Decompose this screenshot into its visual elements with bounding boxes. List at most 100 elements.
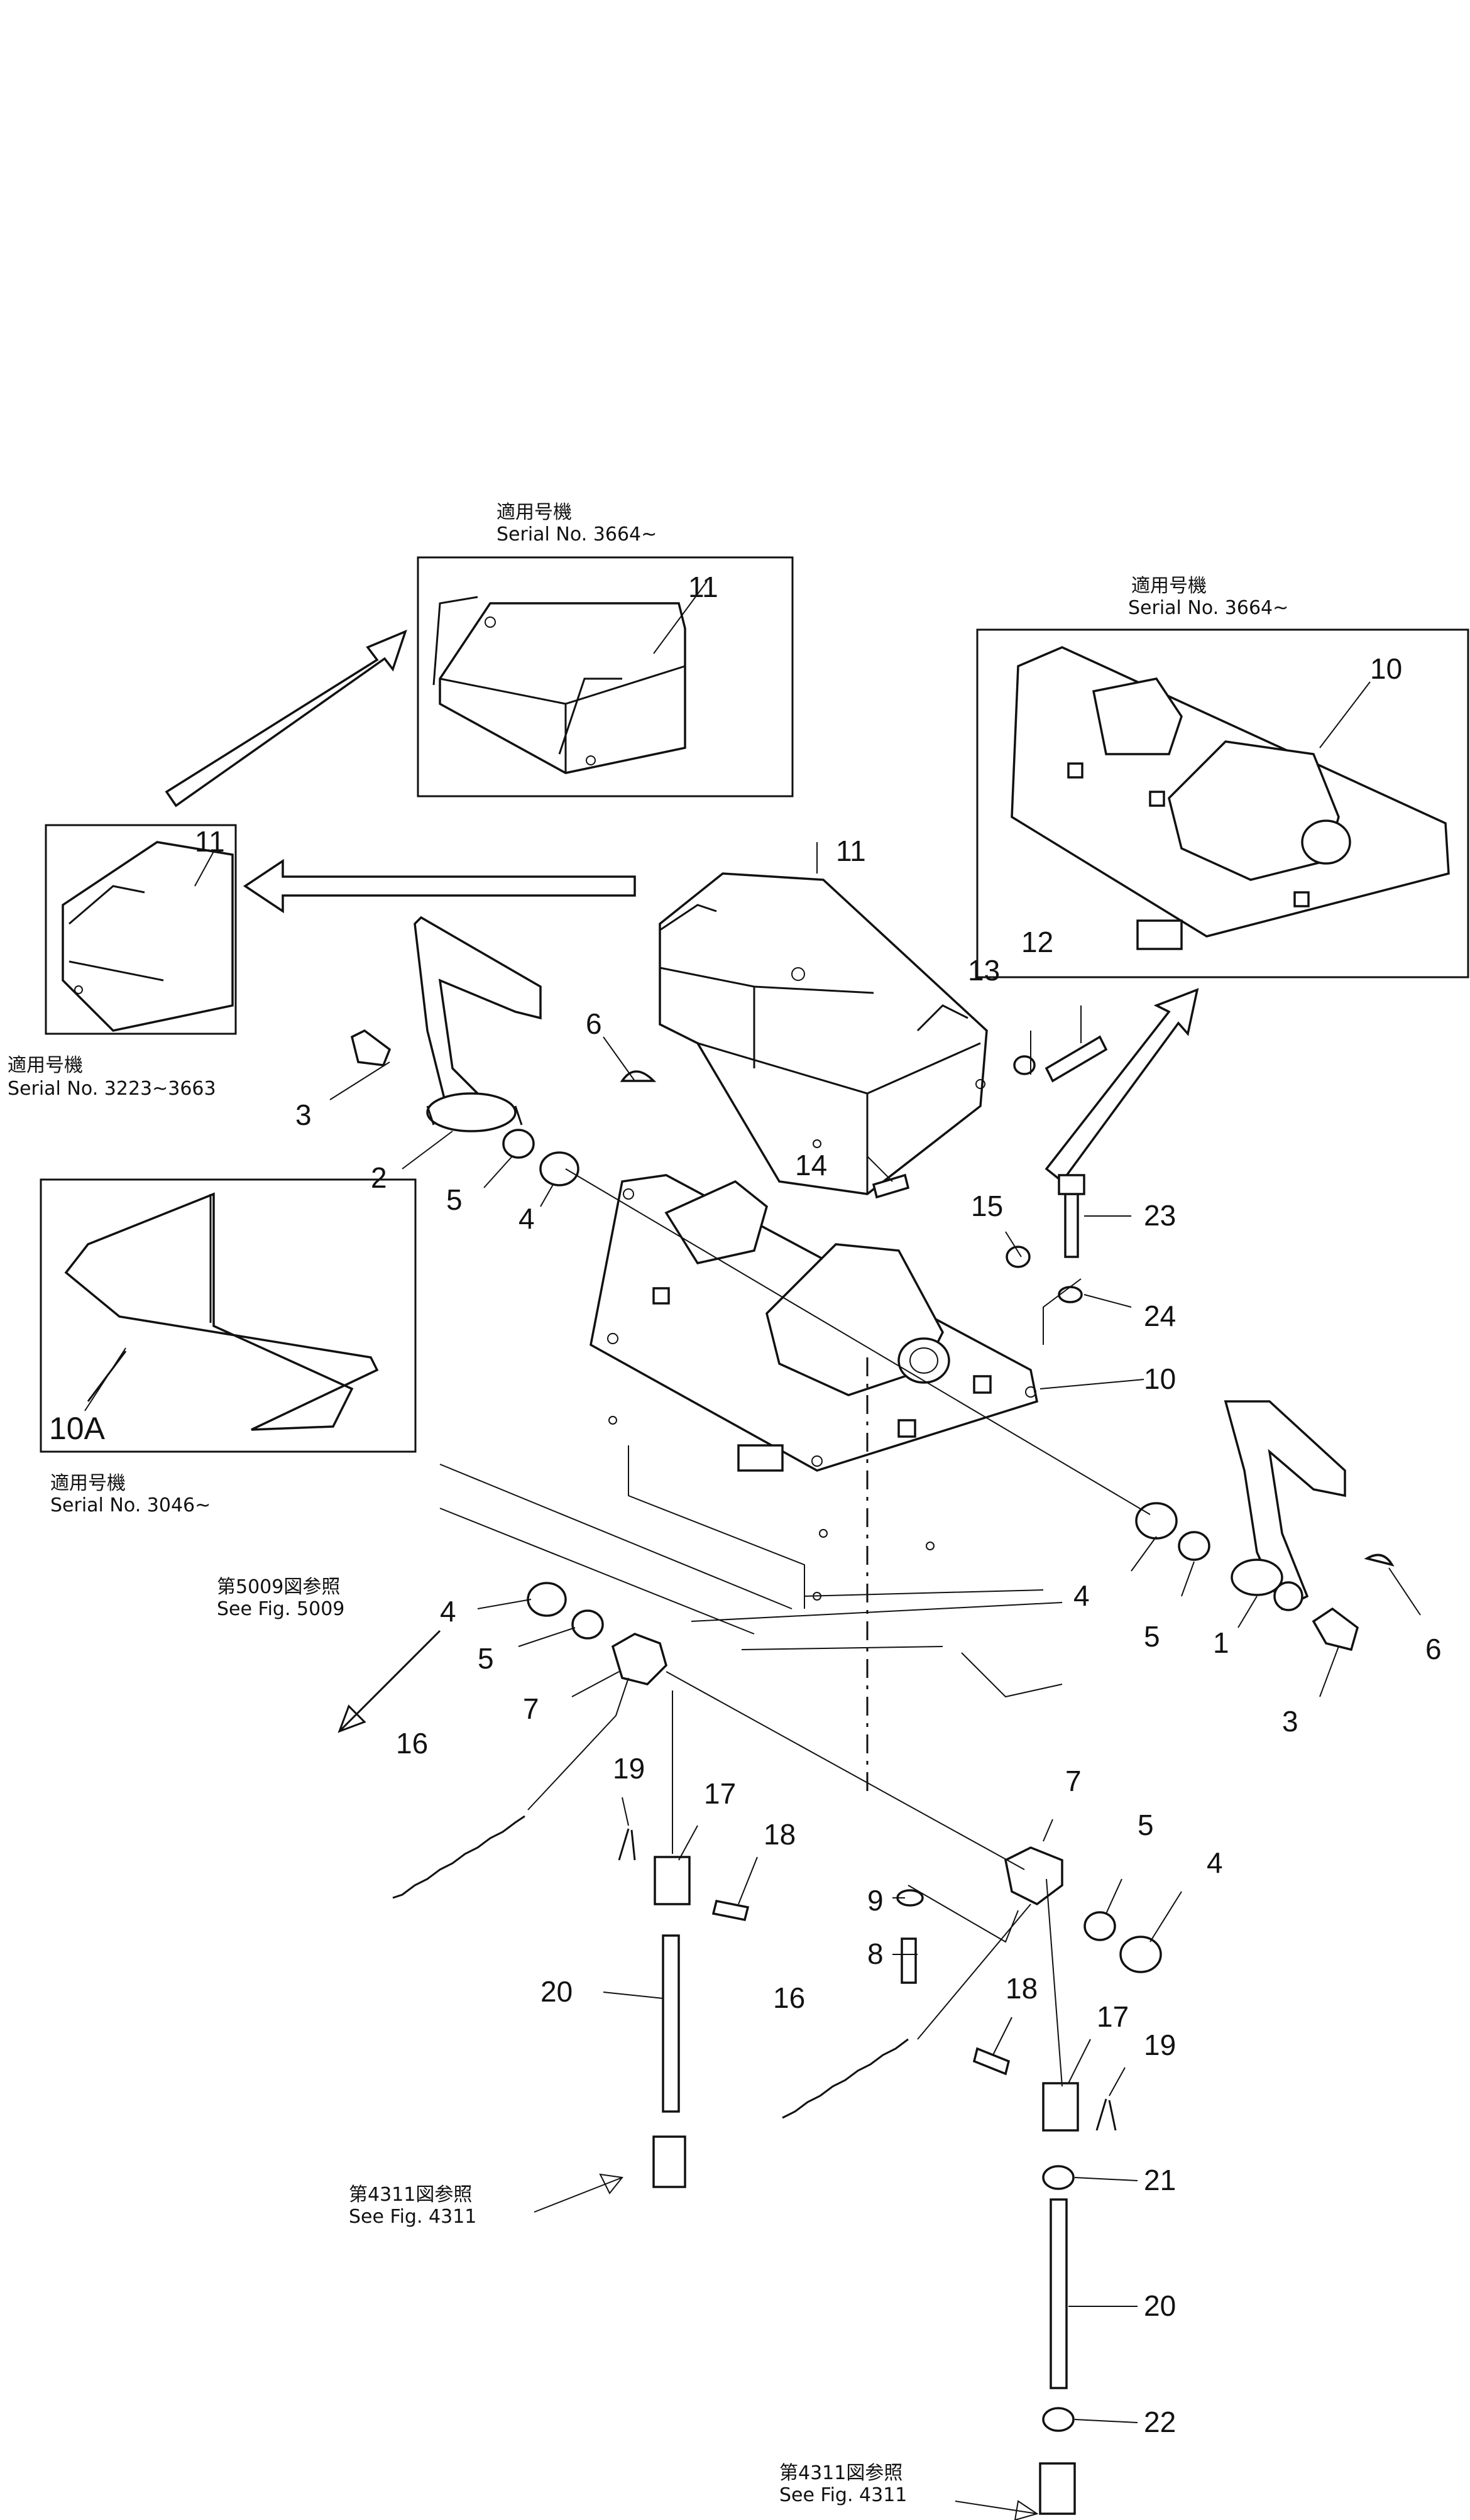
callout-22: 22 (1144, 2406, 1176, 2438)
bolt-23 (1064, 1193, 1079, 1258)
callout-4-bottom: 4 (1207, 1846, 1223, 1879)
grease-fitting-3-right (1312, 1607, 1359, 1652)
callout-21: 21 (1144, 2164, 1176, 2196)
pedal-arm-right (1224, 1400, 1346, 1611)
callout-9: 9 (867, 1884, 884, 1917)
callout-11-main: 11 (836, 835, 866, 867)
callout-5-top: 5 (446, 1183, 463, 1216)
callout-10-inset-right: 10 (1370, 652, 1402, 685)
callout-13: 13 (968, 954, 1000, 987)
inset-plate-new (976, 628, 1469, 978)
cover-11-top-view (439, 602, 686, 774)
lever-7-left (611, 1633, 667, 1685)
note-10a-serial: Serial No. 3046~ (50, 1494, 211, 1516)
note-right-serial: Serial No. 3664~ (1128, 597, 1288, 619)
arrow-ref-5009 (337, 1630, 441, 1733)
bolt-8 (901, 1937, 917, 1984)
callout-3-right: 3 (1282, 1705, 1298, 1738)
arrow-to-right-inset (1045, 988, 1199, 1183)
rod-20-right (1050, 2198, 1068, 2389)
callout-14: 14 (795, 1149, 827, 1181)
callout-19-left: 19 (613, 1752, 645, 1785)
arrow-to-top-inset (165, 629, 407, 808)
note-4311a-en: See Fig. 4311 (349, 2206, 476, 2228)
callout-16-right: 16 (773, 1981, 805, 2014)
callout-6-left: 6 (586, 1007, 602, 1040)
pedal-arm-left (414, 916, 542, 1127)
washer-5b (1178, 1531, 1210, 1561)
note-top-jp: 適用号機 (496, 501, 572, 523)
callout-2: 2 (371, 1161, 387, 1194)
bushing-4d (1119, 1936, 1162, 1973)
key-6-right (1364, 1553, 1395, 1567)
spring-16-left (392, 1815, 525, 1899)
inset-plate-10a (40, 1178, 417, 1453)
callout-3-left: 3 (295, 1098, 312, 1131)
callout-16-left: 16 (396, 1727, 428, 1760)
callout-19-right: 19 (1144, 2029, 1176, 2061)
note-5009-jp: 第5009図参照 (217, 1576, 340, 1598)
key-6-left (620, 1070, 657, 1082)
transition-arrows (165, 629, 1199, 1733)
rod-20-left (662, 1934, 680, 2113)
callout-20-right: 20 (1144, 2289, 1176, 2322)
nut-15 (1006, 1246, 1031, 1268)
cover-11-old-view (62, 841, 234, 1032)
callout-5-left: 5 (478, 1642, 494, 1675)
note-10a-jp: 適用号機 (50, 1472, 126, 1494)
note-right-jp: 適用号機 (1131, 575, 1207, 597)
rubber-block (1092, 677, 1183, 755)
callout-17-right: 17 (1097, 2000, 1129, 2033)
note-4311b-en: See Fig. 4311 (779, 2484, 907, 2506)
note-4311b-jp: 第4311図参照 (779, 2462, 902, 2484)
washer-13 (1013, 1055, 1036, 1075)
grease-fitting-3-left (350, 1029, 392, 1066)
callout-4-right: 4 (1073, 1579, 1090, 1612)
pedal-1 (1224, 1400, 1346, 1611)
callout-6-right: 6 (1425, 1633, 1442, 1665)
plate-10a-view (64, 1192, 379, 1431)
cotter-19-left (618, 1828, 636, 1861)
inset-frame-right (976, 628, 1469, 978)
pin-18-right (972, 2047, 1011, 2076)
rod-end-left (652, 2135, 686, 2188)
cover-11 (659, 872, 988, 1195)
yoke-17-left (654, 1856, 691, 1905)
callout-numbers: 11 10 11 11 12 13 6 3 2 5 4 14 15 23 24 … (49, 571, 1442, 2438)
cover-11-main (659, 872, 988, 1195)
bolt-14 (872, 1173, 910, 1199)
note-5009-en: See Fig. 5009 (217, 1598, 344, 1620)
bushing-4b (1135, 1502, 1178, 1540)
callout-8: 8 (867, 1937, 884, 1970)
note-left-jp: 適用号機 (8, 1055, 83, 1076)
spring-16-right (782, 2038, 909, 2119)
pedal-2 (414, 916, 542, 1132)
inset-frame-top (417, 556, 794, 797)
arrow-to-left-inset (243, 858, 636, 914)
yoke-17-right (1042, 2082, 1079, 2132)
callout-7-left: 7 (523, 1692, 539, 1725)
note-top-serial: Serial No. 3664~ (496, 523, 657, 545)
callout-20-left: 20 (540, 1975, 573, 2008)
inset-cover-old (45, 824, 237, 1035)
bushing-4c (527, 1582, 567, 1617)
washer-24 (1058, 1286, 1083, 1303)
callout-10A: 10A (49, 1411, 106, 1446)
callout-5-bottom: 5 (1138, 1809, 1154, 1841)
plate-10-main (590, 1174, 1039, 1472)
bushing-4a (539, 1151, 579, 1186)
inset-cover-new (417, 556, 794, 797)
cotter-19-right (1095, 2098, 1117, 2131)
callout-4-left: 4 (440, 1595, 456, 1628)
reference-notes: 適用号機 Serial No. 3664~ 適用号機 Serial No. 36… (8, 501, 1288, 2506)
bolt-12 (1045, 1035, 1108, 1083)
washer-5d (1083, 1911, 1116, 1941)
callout-1: 1 (1213, 1626, 1229, 1659)
floor-outline (439, 1357, 1063, 1791)
callout-4-top: 4 (518, 1202, 535, 1235)
callout-23: 23 (1144, 1199, 1176, 1232)
callout-5-right: 5 (1144, 1620, 1160, 1653)
callout-24: 24 (1144, 1300, 1176, 1332)
note-left-serial: Serial No. 3223~3663 (8, 1078, 216, 1100)
